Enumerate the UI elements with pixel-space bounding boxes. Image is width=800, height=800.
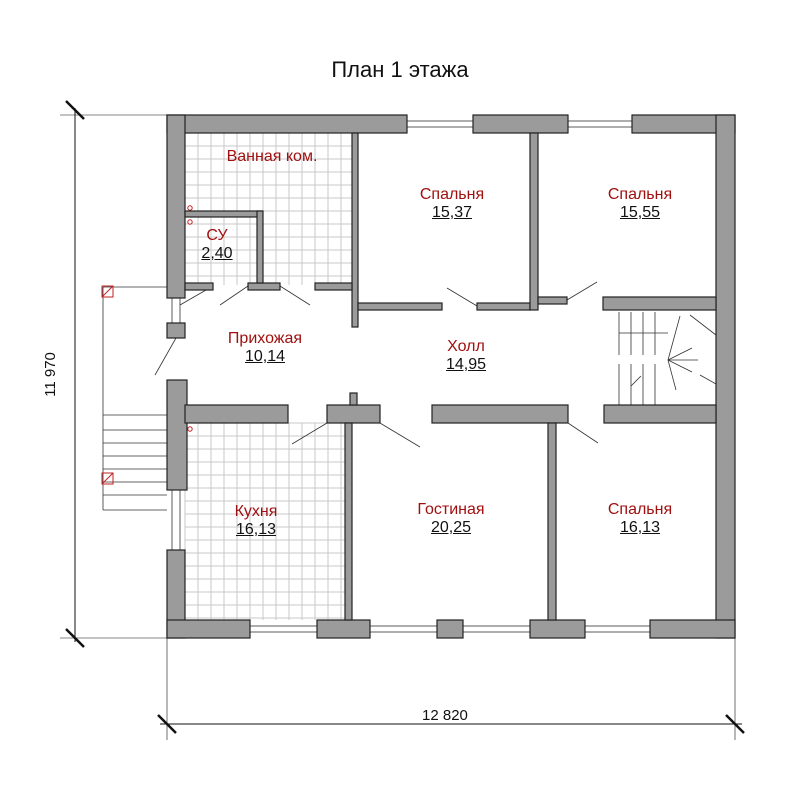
wall-segment [603,404,717,424]
room-hallway: Прихожая 10,14 [228,330,302,366]
wall-segment [537,296,568,305]
room-area: 15,55 [619,204,661,221]
wall-segment [472,114,569,134]
room-name: Холл [447,338,485,355]
room-area: 16,13 [619,519,661,536]
wall-segment [529,619,586,639]
room-hall: Холл 14,95 [446,338,486,374]
porch-steps [102,286,167,511]
wall-segment [529,132,539,311]
wall-segment [476,302,531,311]
room-name: Спальня [607,501,673,518]
room-area: 16,13 [235,521,277,538]
room-living: Гостиная 20,25 [417,501,484,537]
room-area: 10,14 [244,348,286,365]
wall-segment [351,132,359,328]
staircase [618,312,717,405]
room-wc: СУ 2,40 [201,227,232,263]
room-name: Гостиная [417,501,485,518]
room-kitchen: Кухня 16,13 [235,503,278,539]
room-area: 2,40 [201,245,233,262]
room-bedroom-1: Спальня 15,37 [420,186,484,222]
wall-segment [431,404,569,424]
wall-segment [247,282,281,291]
wall-segment [602,296,717,311]
walls [166,114,736,639]
tile-grid [184,132,352,620]
plan-title: План 1 этажа [331,57,469,82]
column-markers [101,205,193,485]
wall-segment [256,210,264,284]
wall-segment [357,302,443,311]
wall-segment [166,114,186,299]
wall-segment [166,322,186,339]
wall-segment [436,619,464,639]
wall-segment [715,114,736,639]
room-area: 14,95 [445,356,487,373]
room-name: Кухня [234,503,278,520]
wall-segment [166,114,408,134]
room-name: Прихожая [227,330,303,347]
wall-segment [349,392,358,406]
wall-segment [184,210,263,218]
room-bedroom-2: Спальня 15,55 [608,186,672,222]
wall-segment [547,422,557,621]
room-name: Спальня [607,186,673,203]
height-dimension: 11 970 [41,352,59,397]
wall-segment [344,422,353,621]
wall-segment [184,282,214,291]
room-name: Ванная ком. [226,148,318,165]
dimension-lines [60,100,745,740]
wall-segment [326,404,381,424]
wall-segment [166,619,251,639]
room-name: СУ [206,227,228,244]
wall-segment [184,404,289,424]
room-bathroom: Ванная ком. [227,148,318,166]
wall-segment [316,619,371,639]
width-dimension: 12 820 [422,707,468,724]
wall-segment [314,282,353,291]
room-name: Спальня [419,186,485,203]
room-area: 20,25 [430,519,472,536]
door-swings [154,281,599,448]
wall-segment [166,379,188,491]
wall-segment [649,619,736,639]
room-bedroom-3: Спальня 16,13 [608,501,672,537]
room-area: 15,37 [431,204,473,221]
